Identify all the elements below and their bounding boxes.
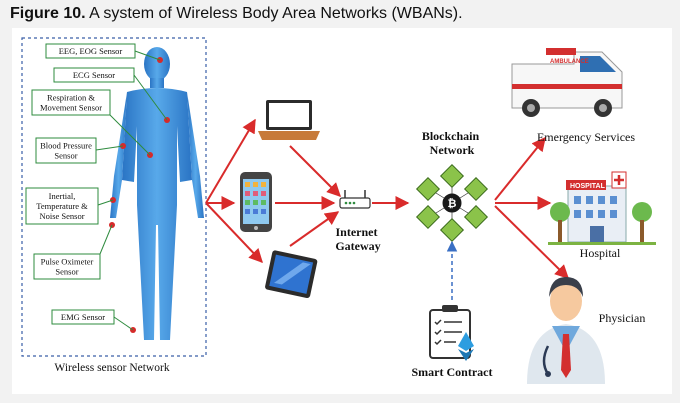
chain-block-lower-right xyxy=(463,204,489,230)
arrow-tablet-gateway xyxy=(289,211,340,247)
sensor-label-line: EEG, EOG Sensor xyxy=(59,46,123,56)
emergency-services-label: Emergency Services xyxy=(537,130,635,144)
sensor-box-bp xyxy=(35,137,97,164)
sensor-label-line: Pulse Oximeter xyxy=(41,257,94,267)
hospital-sign: HOSPITAL xyxy=(570,183,606,190)
physician-label: Physician xyxy=(599,311,646,325)
ambulance-icon: AMBULANCE xyxy=(511,48,623,117)
blockchain-label: Blockchain Network xyxy=(422,129,482,157)
hospital-icon: HOSPITAL xyxy=(548,171,656,245)
sensor-box-respiration xyxy=(31,89,111,116)
sensor-box-oximeter xyxy=(33,253,101,280)
figure-title: A system of Wireless Body Area Networks … xyxy=(89,5,463,22)
gateway-label-line-2: Gateway xyxy=(335,239,380,253)
sensor-box-inertial xyxy=(25,187,99,225)
wsn-label: Wireless sensor Network xyxy=(54,362,169,374)
hospital-label: Hospital xyxy=(580,246,621,260)
sensor-label-line: Noise Sensor xyxy=(39,211,84,221)
gateway-label: Internet Gateway xyxy=(335,225,380,253)
tree-left-icon xyxy=(550,202,570,222)
tree-right-icon xyxy=(632,202,652,222)
sensor-label-line: Temperature & xyxy=(36,201,88,211)
chain-block-bottom xyxy=(439,217,465,243)
bitcoin-icon xyxy=(442,193,462,213)
arrow-blockchain-emergency xyxy=(494,136,546,201)
tablet-icon xyxy=(265,250,318,299)
sensor-connectors xyxy=(95,50,168,331)
sensor-label-line: EMG Sensor xyxy=(61,312,105,322)
sensor-label-line: Sensor xyxy=(54,151,77,161)
blockchain-label-line-2: Network xyxy=(430,143,475,157)
blockchain-label-line-1: Blockchain xyxy=(422,129,480,143)
sensor-box-ecg xyxy=(53,67,135,83)
chain-block-lower-left xyxy=(415,204,441,230)
chain-block-upper-right xyxy=(463,176,489,202)
wsn-boundary xyxy=(21,37,207,357)
sensor-label-ecg: ECG Sensor xyxy=(73,70,115,80)
smartphone-icon xyxy=(240,172,272,232)
sensor-label-line: ECG Sensor xyxy=(73,70,115,80)
sensor-boxes xyxy=(25,43,136,325)
gateway-label-line-1: Internet xyxy=(336,225,378,239)
svg-text:₿: ₿ xyxy=(448,198,457,210)
human-body-icon xyxy=(110,47,204,340)
figure-label: Figure 10. xyxy=(10,5,86,22)
chain-block-top xyxy=(439,163,465,189)
chain-block-upper-left xyxy=(415,176,441,202)
figure-caption: Figure 10. A system of Wireless Body Are… xyxy=(10,5,463,23)
red-arrows xyxy=(205,118,569,279)
sensor-label-line: Movement Sensor xyxy=(40,103,102,113)
sensor-label-line: Blood Pressure xyxy=(40,141,92,151)
ambulance-text: AMBULANCE xyxy=(550,59,589,65)
arrow-wsn-tablet xyxy=(205,202,263,264)
smart-contract-label: Smart Contract xyxy=(412,365,493,379)
sensor-label-line: Sensor xyxy=(55,267,78,277)
sensor-box-eeg xyxy=(45,43,136,59)
sensor-label-respiration: Respiration &Movement Sensor xyxy=(40,93,102,113)
ethereum-icon xyxy=(458,332,474,351)
laptop-icon xyxy=(258,100,320,140)
sensor-label-inertial: Inertial,Temperature &Noise Sensor xyxy=(36,191,88,221)
sensor-label-eeg: EEG, EOG Sensor xyxy=(59,46,123,56)
arrow-laptop-gateway xyxy=(289,145,341,197)
smart-contract-icon xyxy=(429,305,474,361)
sensor-label-emg: EMG Sensor xyxy=(61,312,105,322)
router-icon xyxy=(339,190,371,209)
sensor-box-emg xyxy=(51,309,115,325)
arrow-blockchain-physician xyxy=(494,205,569,279)
blockchain-network-icon: ₿ xyxy=(415,163,489,243)
sensor-label-line: Inertial, xyxy=(49,191,76,201)
arrow-wsn-laptop xyxy=(205,118,256,204)
physician-icon xyxy=(527,277,605,384)
sensor-label-line: Respiration & xyxy=(47,93,95,103)
